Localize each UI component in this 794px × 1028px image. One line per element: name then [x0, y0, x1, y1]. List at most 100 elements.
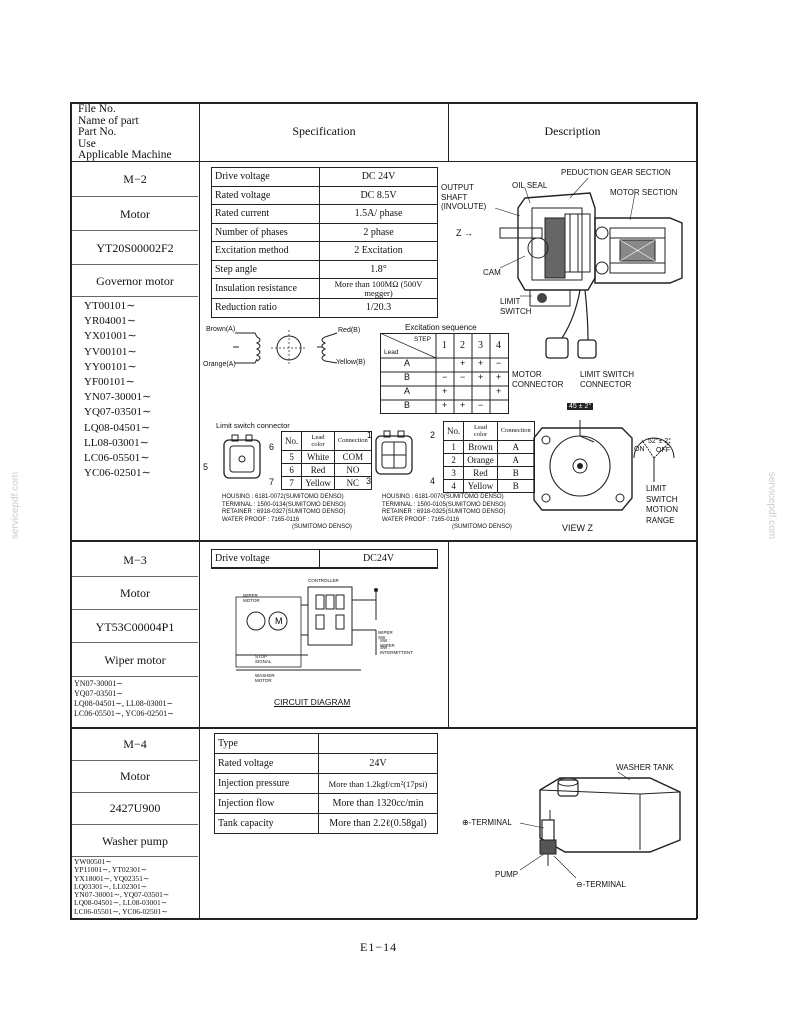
spec-label: Rated voltage	[211, 185, 320, 205]
m4-machines: YW00501∼ YP11001∼, YT02301∼ YX18001∼, YQ…	[74, 857, 169, 916]
frame-top	[70, 102, 697, 104]
table-cell: B	[496, 465, 535, 480]
excitation-cell: +	[460, 400, 466, 410]
spec-label: Step angle	[211, 259, 320, 279]
note-line: HOUSING : 6181-0070(SUMITOMO DENSO)	[382, 494, 504, 500]
m2-div-1	[72, 196, 198, 197]
coil-brown-label: Brown(A)	[206, 326, 236, 333]
excitation-step-label: STEP	[414, 336, 431, 343]
svg-text:M: M	[275, 616, 283, 626]
m3-machines: YN07-30001∼ YQ07-03501∼ LQ08-04501∼, LL0…	[74, 679, 174, 719]
excitation-cell: −	[442, 372, 448, 382]
label-on: ON	[634, 446, 645, 453]
circuit-label: WASHER MOTOR	[255, 673, 275, 683]
table-cell: A	[496, 452, 535, 467]
col-divider-2b	[448, 540, 449, 727]
table-cell: White	[301, 449, 335, 464]
table-cell: NC	[333, 475, 372, 490]
note-line: (SUMITOMO DENSO)	[452, 524, 512, 530]
coil-red-label: Red(B)	[338, 327, 361, 334]
spec-value: 1.5A/ phase	[319, 204, 438, 224]
spec-value	[318, 733, 438, 754]
excitation-lead-label: Lead	[384, 349, 399, 356]
m4-use: Washer pump	[101, 834, 169, 848]
m2-machine: YX01001∼	[84, 330, 137, 343]
note-line: TERMINAL : 1500-0105(SUMITOMO DENSO)	[382, 501, 506, 508]
label-off: OFF	[656, 447, 670, 454]
label-motor-connector: MOTOR CONNECTOR	[512, 370, 564, 389]
m4-part-no: 2427U900	[109, 801, 161, 815]
spec-label: Injection pressure	[214, 773, 319, 794]
excitation-row: A + + −	[380, 358, 510, 372]
frame-left	[70, 102, 72, 919]
label-oil-seal: OIL SEAL	[512, 181, 548, 190]
governor-motor-drawing	[494, 178, 683, 359]
limit-switch-notes: HOUSING : 6181-0072(SUMITOMO DENSO) TERM…	[222, 494, 352, 532]
table-header: No.	[442, 421, 465, 441]
m4-machine: LC06-05501∼, YC06-02501∼	[74, 906, 168, 916]
mc-pin-3: 3	[366, 476, 372, 486]
table-cell: 6	[280, 462, 303, 477]
m2-machine: YV00101∼	[84, 345, 137, 358]
m3-spec-table: Drive voltage DC24V	[211, 549, 438, 569]
table-cell: Red	[463, 465, 498, 480]
m4-file-no: M−4	[123, 737, 147, 751]
table-row: Drive voltage DC24V	[211, 549, 438, 569]
mc-pin-1: 1	[367, 430, 373, 440]
spec-label: Drive voltage	[211, 167, 320, 187]
spec-value: 2 phase	[319, 222, 438, 242]
m3-machine: YN07-30001∼	[74, 679, 123, 688]
excitation-cell: −	[460, 372, 466, 382]
excitation-row: B − − + +	[380, 372, 510, 386]
label-pump: PUMP	[495, 870, 519, 879]
limit-switch-title: Limit switch connector	[216, 421, 290, 430]
spec-label: Insulation resistance	[211, 278, 320, 299]
spec-value: 1.8°	[319, 259, 438, 279]
spec-label: Reduction ratio	[211, 298, 320, 318]
m4-machine: LQ03301∼, LL02301∼	[74, 881, 147, 891]
label-washer-tank: WASHER TANK	[616, 763, 674, 772]
note-line: RETAINER : 6918-0327(SUMITOMO DENSO)	[222, 509, 346, 515]
m3-circuit-frame	[211, 567, 438, 568]
circuit-label: SW : WIPER	[380, 638, 395, 648]
header-file-no: File No.	[78, 103, 116, 115]
m2-machine: YY00101∼	[84, 360, 137, 373]
spec-value: 1/20.3	[319, 298, 438, 318]
label-cam: CAM	[483, 268, 501, 277]
header-use: Use	[78, 137, 96, 150]
m2-machine: YR04001∼	[84, 315, 136, 328]
m3-div-3	[72, 642, 198, 643]
m3-div-1	[72, 576, 198, 577]
label-angle-2: 52°± 2°	[648, 438, 672, 445]
table-row: No. Lead color Connection	[442, 421, 535, 441]
m3-name: Motor	[120, 586, 150, 600]
label-reduction-gear: PEDUCTION GEAR SECTION	[561, 168, 671, 177]
limit-switch-connector-icon	[223, 434, 261, 479]
excitation-cell: +	[496, 372, 502, 382]
note-line: TERMINAL : 1500-0134(SUMITOMO DENSO)	[222, 501, 346, 508]
m4-machine: LQ08-04501∼, LL08-03001∼	[74, 898, 167, 908]
excitation-step: 2	[460, 340, 465, 351]
m3-part-no: YT53C00004P1	[95, 620, 175, 634]
table-header: Connection	[333, 431, 372, 451]
header-specification: Specification	[292, 124, 356, 138]
excitation-cell: +	[442, 400, 448, 410]
m2-bottom	[70, 540, 697, 542]
table-row: No. Lead color Connection	[280, 431, 372, 451]
m2-part-no: YT20S00002F2	[96, 241, 174, 255]
label-motor-section: MOTOR SECTION	[610, 188, 678, 197]
table-cell: 1	[442, 439, 465, 454]
m2-file-no: M−2	[123, 172, 147, 186]
circuit-label: WIPER SW	[378, 630, 393, 640]
